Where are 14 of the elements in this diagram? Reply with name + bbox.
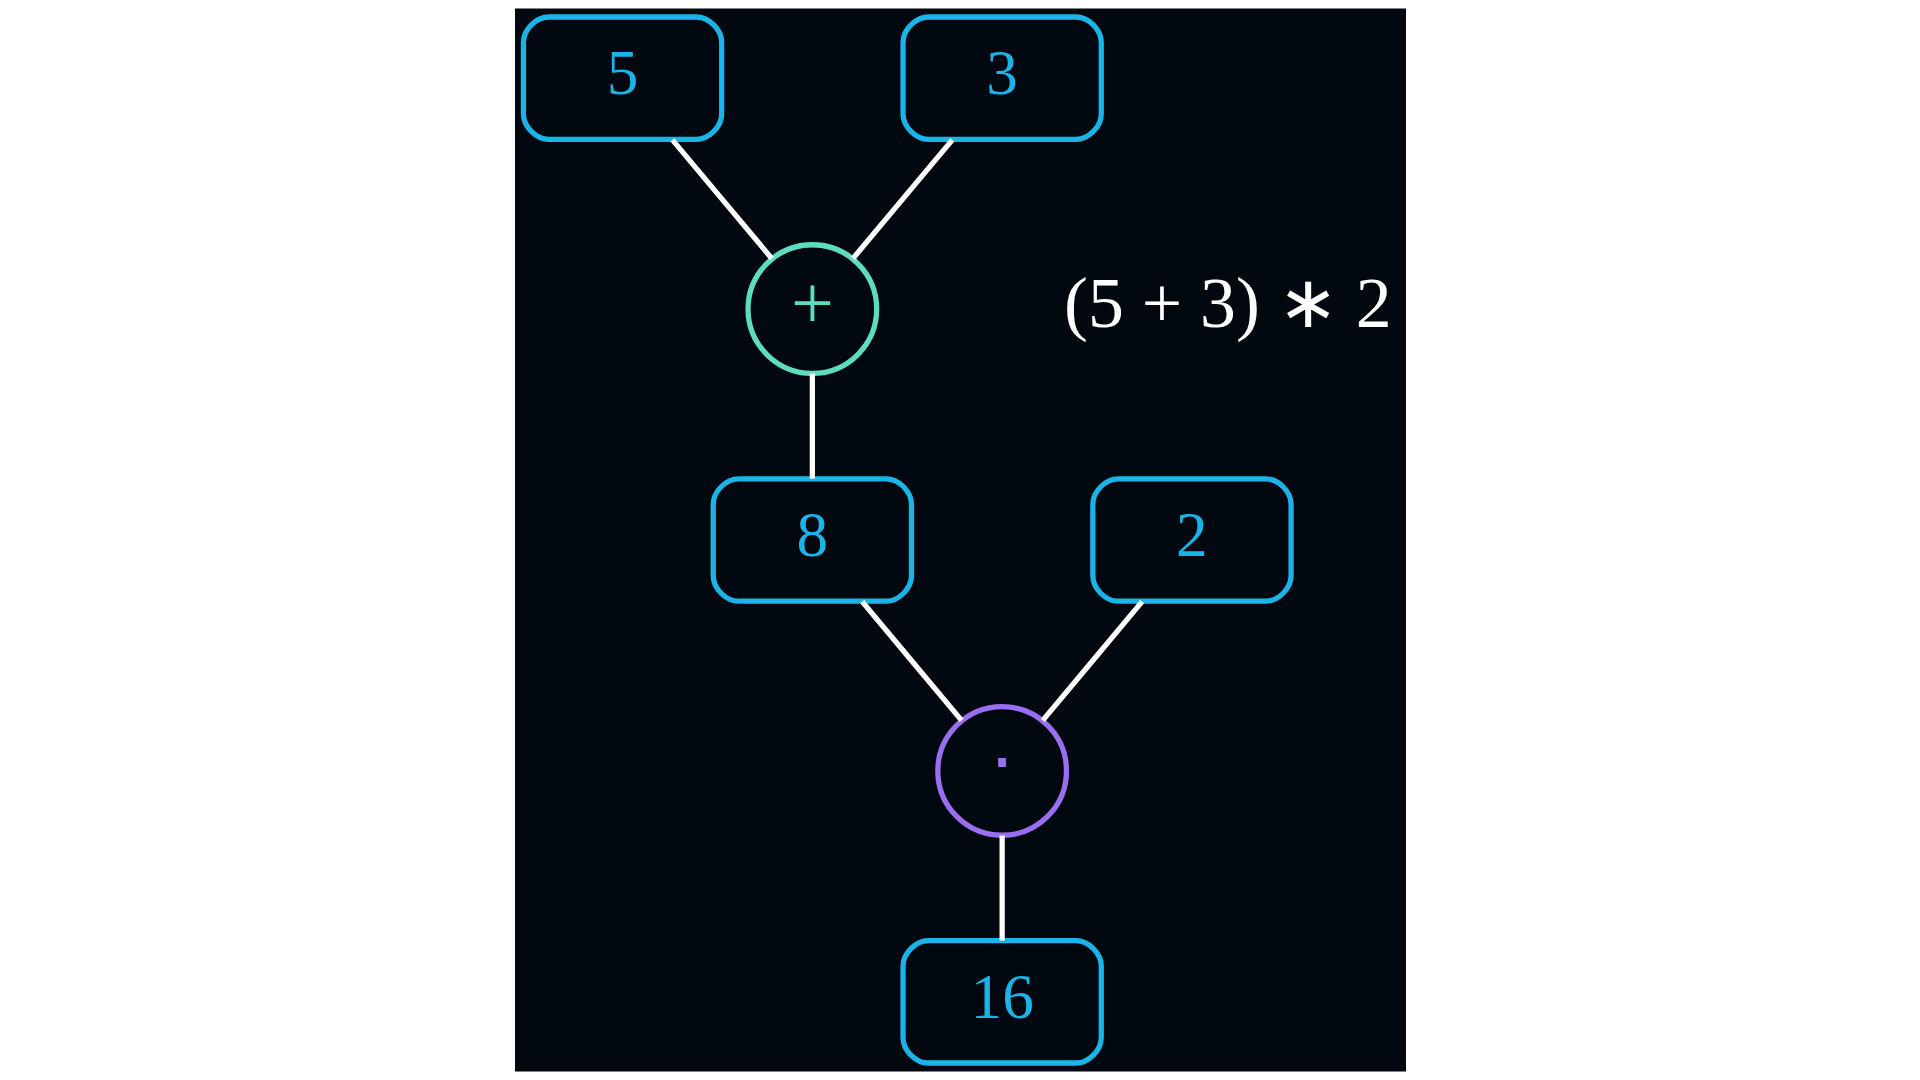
node-circle: ⋅ (934, 703, 1069, 838)
node-box: 3 (899, 14, 1104, 142)
node-circle: + (744, 242, 879, 377)
connector (1040, 599, 1144, 723)
label: (5 + 3) ∗ 2 (1063, 263, 1391, 344)
connector (809, 373, 815, 479)
connector (850, 138, 954, 261)
node-box: 5 (520, 14, 724, 142)
node-box: 16 (899, 938, 1104, 1066)
connector (999, 835, 1005, 941)
connector (669, 138, 774, 261)
connector (859, 599, 964, 723)
node-box: 8 (710, 476, 914, 604)
node-box: 2 (1089, 476, 1294, 604)
